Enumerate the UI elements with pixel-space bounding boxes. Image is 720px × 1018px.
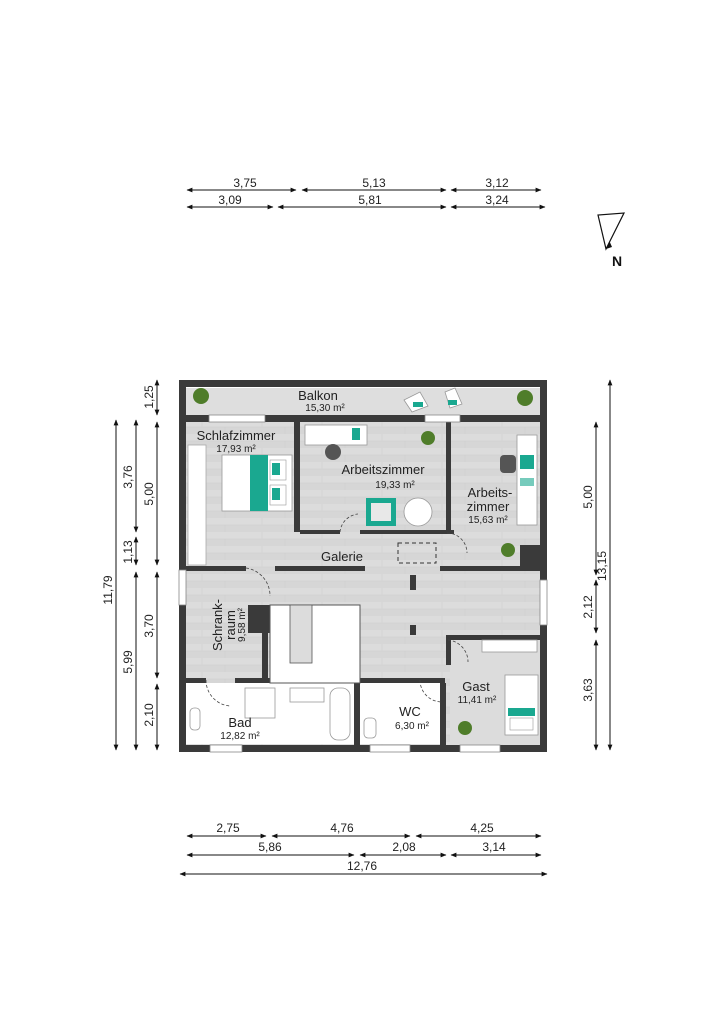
room-gast-name: Gast (462, 679, 490, 694)
dim-left-113: 1,13 (121, 540, 135, 564)
wardrobe-icon (187, 444, 207, 566)
guest-bed-icon (504, 674, 539, 736)
dim-top-3: 3,12 (485, 176, 509, 190)
staircase-icon (269, 604, 361, 684)
room-schlafzimmer-name: Schlafzimmer (197, 428, 276, 443)
room-galerie-name: Galerie (321, 549, 363, 564)
dim-left-125: 1,25 (142, 385, 156, 409)
room-gast-area: 11,41 m² (458, 695, 497, 706)
room-schrankraum-area: 9,58 m² (237, 607, 248, 642)
desk-icon (304, 424, 368, 460)
dim-left-500: 5,00 (142, 482, 156, 506)
room-balkon-area: 15,30 m² (305, 403, 345, 414)
wc-toilet-icon (363, 717, 377, 739)
desk-right-icon (500, 434, 538, 526)
top-dimensions: 3,75 5,13 3,12 3,09 5,81 3,24 (186, 176, 546, 210)
room-bad-area: 12,82 m² (220, 731, 260, 742)
dim-bottom-4: 5,86 (258, 840, 282, 854)
dim-left-outer: 11,79 (101, 575, 115, 604)
shelf-icon (481, 639, 538, 653)
dim-right-500: 5,00 (581, 485, 595, 509)
dim-left-376: 3,76 (121, 465, 135, 489)
room-bad-name: Bad (228, 715, 251, 730)
dim-top-4: 3,09 (218, 193, 242, 207)
dim-bottom-3: 4,25 (470, 821, 494, 835)
room-arbeitszimmer-name: Arbeitszimmer (341, 462, 425, 477)
room-wc-area: 6,30 m² (395, 721, 430, 732)
lounger-icon (403, 387, 463, 413)
armchair-icon (366, 498, 396, 526)
dim-right-363: 3,63 (581, 678, 595, 702)
room-schlafzimmer-area: 17,93 m² (216, 444, 256, 455)
dim-bottom-total: 12,76 (347, 859, 377, 873)
dim-left-370: 3,70 (142, 614, 156, 638)
bathtub-icon (329, 687, 351, 741)
left-dimensions: 11,79 5,99 3,76 1,13 1,25 5,00 3,70 2,10 (101, 379, 160, 751)
room-arbeits2-name1: Arbeits- (468, 485, 513, 500)
room-schrankraum-name2: raum (223, 610, 238, 640)
dim-bottom-1: 2,75 (216, 821, 240, 835)
gallery-table-icon (397, 542, 437, 564)
room-balkon-name: Balkon (298, 388, 338, 403)
windows (178, 414, 548, 753)
bottom-dimensions: 2,75 4,76 4,25 5,86 2,08 3,14 12,76 (179, 821, 548, 877)
toilet-icon (189, 707, 201, 731)
dim-bottom-6: 3,14 (482, 840, 506, 854)
dim-left-210: 2,10 (142, 703, 156, 727)
dim-left-599: 5,99 (121, 650, 135, 674)
plant-icon (193, 388, 533, 735)
furniture (187, 387, 539, 741)
sink-icon (289, 687, 325, 703)
doors (205, 513, 469, 707)
dim-right-outer: 13,15 (595, 551, 609, 581)
dim-bottom-5: 2,08 (392, 840, 416, 854)
dim-top-6: 3,24 (485, 193, 509, 207)
dim-right-212: 2,12 (581, 595, 595, 619)
north-label: N (612, 253, 622, 269)
bed-icon (221, 454, 293, 512)
dim-bottom-2: 4,76 (330, 821, 354, 835)
right-dimensions: 5,00 2,12 3,63 13,15 (581, 379, 613, 751)
room-arbeitszimmer-area: 19,33 m² (375, 480, 415, 491)
room-schrankraum-name1: Schrank- (210, 599, 225, 651)
room-arbeits2-name2: zimmer (467, 499, 510, 514)
dim-top-2: 5,13 (362, 176, 386, 190)
round-table-icon (403, 497, 433, 527)
room-labels: Balkon 15,30 m² Schlafzimmer 17,93 m² Ar… (197, 388, 513, 742)
shower-icon (244, 687, 276, 719)
dim-top-5: 5,81 (358, 193, 382, 207)
north-arrow: N (597, 212, 626, 269)
room-wc-name: WC (399, 704, 421, 719)
room-arbeits2-area: 15,63 m² (468, 515, 508, 526)
dim-top-1: 3,75 (233, 176, 257, 190)
